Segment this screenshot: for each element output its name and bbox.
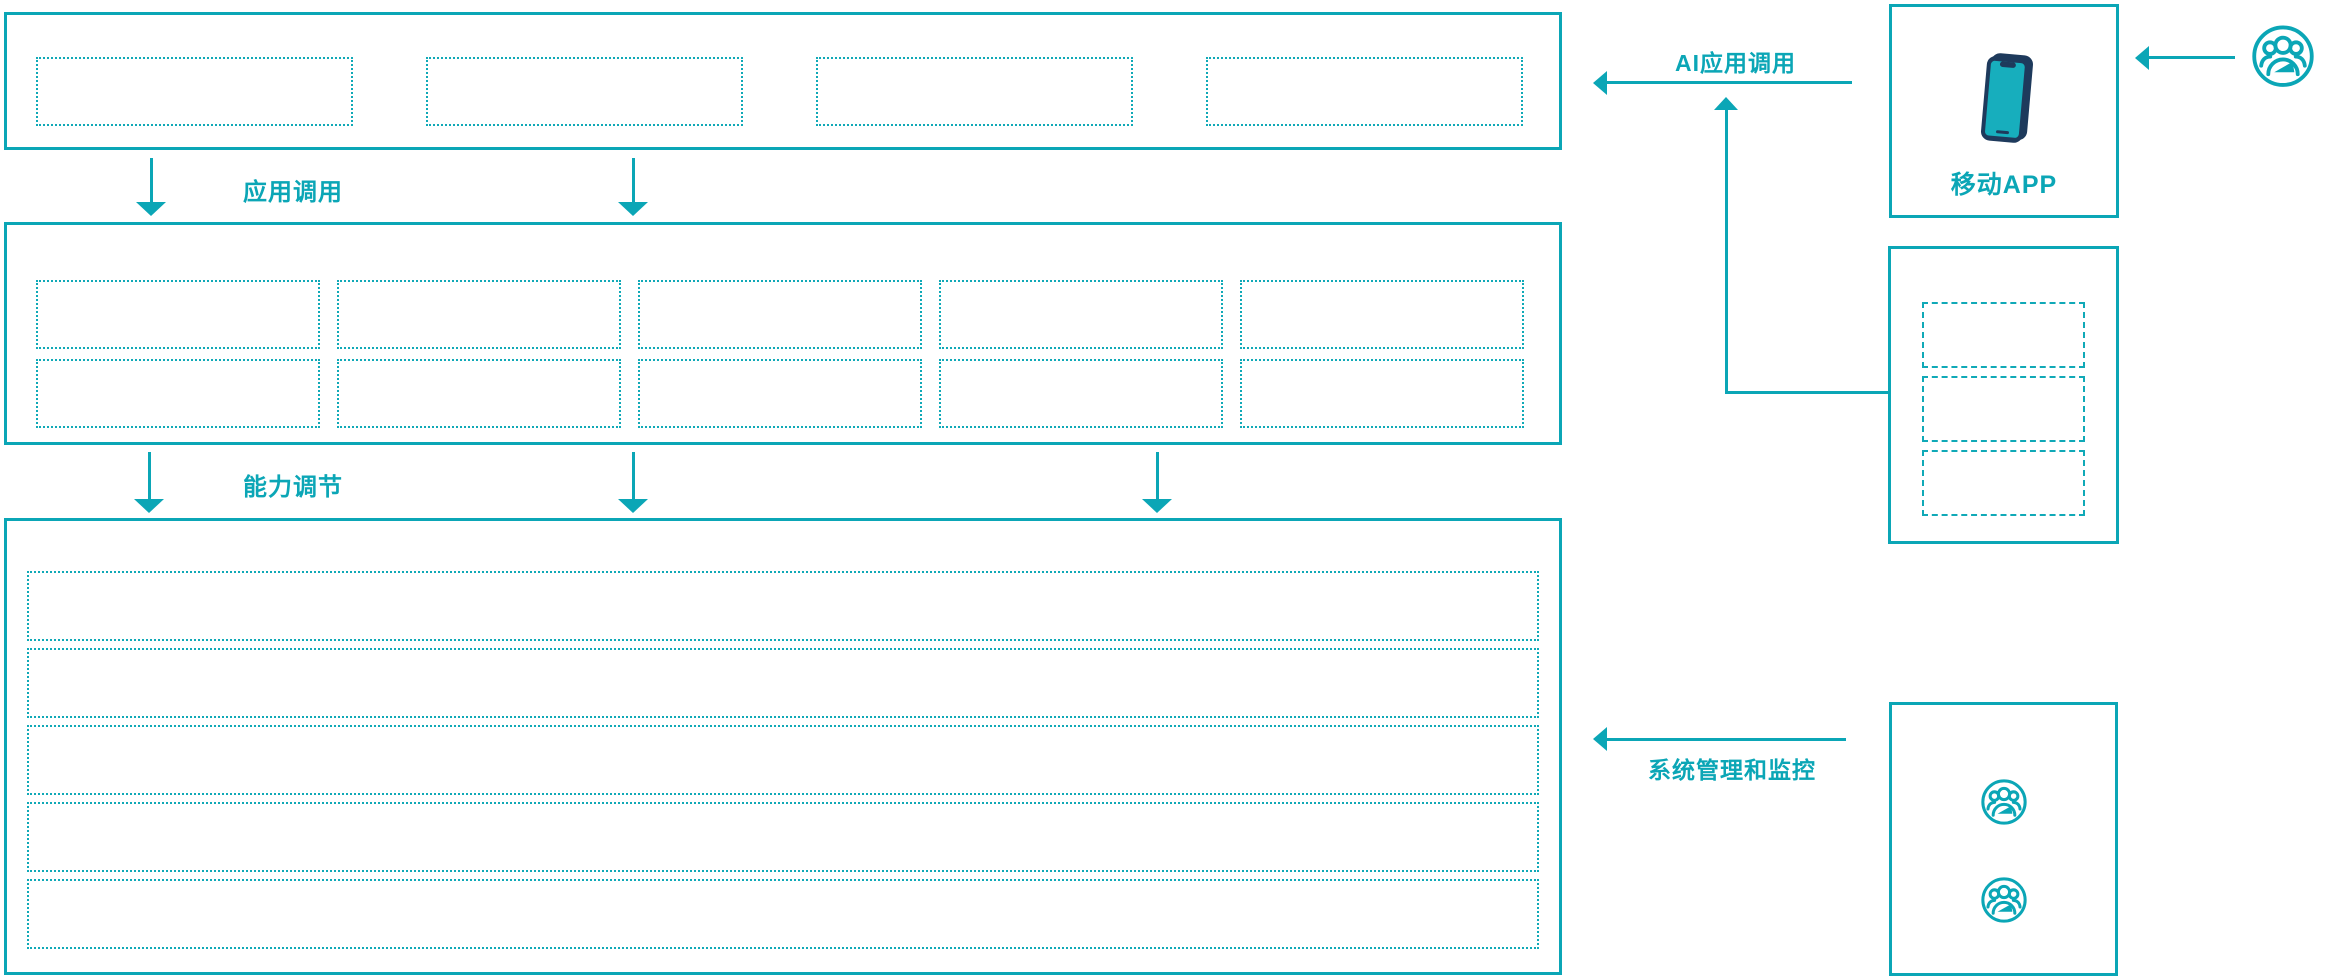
middle-layer-slots bbox=[36, 280, 1525, 428]
client-box bbox=[1888, 246, 2119, 544]
down-arrowhead-icon bbox=[134, 499, 164, 513]
ai-app-call-label: AI应用调用 bbox=[1675, 50, 1796, 76]
user-group-icon bbox=[1979, 775, 2029, 828]
down-arrowhead-icon bbox=[618, 202, 648, 216]
up-arrowhead-icon bbox=[1714, 97, 1738, 110]
placeholder-slot bbox=[939, 359, 1223, 428]
down-arrowhead-icon bbox=[1142, 499, 1172, 513]
system-monitor-label: 系统管理和监控 bbox=[1648, 757, 1816, 783]
app-call-arrow-line bbox=[150, 158, 153, 203]
placeholder-slot bbox=[426, 57, 743, 126]
capability-arrow-line bbox=[148, 452, 151, 500]
admin-box bbox=[1889, 702, 2118, 976]
capability-arrow-line bbox=[1156, 452, 1159, 500]
placeholder-row bbox=[27, 725, 1539, 795]
placeholder-slot bbox=[337, 280, 621, 349]
mobile-app-label: 移动APP bbox=[1950, 171, 2058, 199]
middle-layer-box bbox=[4, 222, 1562, 445]
ai-app-call-arrow-line bbox=[1606, 81, 1852, 84]
placeholder-slot bbox=[36, 57, 353, 126]
bottom-layer-rows bbox=[7, 521, 1559, 972]
capability-arrow-line bbox=[632, 452, 635, 500]
client-box-slots bbox=[1891, 249, 2116, 541]
system-monitor-arrow-line bbox=[1606, 738, 1846, 741]
user-group-icon bbox=[1979, 873, 2029, 926]
placeholder-row bbox=[27, 571, 1539, 641]
left-arrowhead-icon bbox=[1593, 71, 1607, 95]
placeholder-slot bbox=[1922, 450, 2085, 516]
placeholder-slot bbox=[36, 280, 320, 349]
placeholder-slot bbox=[1922, 302, 2085, 368]
app-call-arrow-line bbox=[632, 158, 635, 203]
placeholder-slot bbox=[939, 280, 1223, 349]
top-layer-box bbox=[4, 12, 1562, 150]
left-arrowhead-icon bbox=[1593, 727, 1607, 751]
placeholder-row bbox=[27, 879, 1539, 949]
placeholder-slot bbox=[36, 359, 320, 428]
placeholder-slot bbox=[1922, 376, 2085, 442]
bottom-layer-box bbox=[4, 518, 1562, 975]
placeholder-slot bbox=[1240, 280, 1524, 349]
admin-box-icons bbox=[1892, 705, 2115, 973]
client-elbow-line bbox=[1725, 109, 1728, 393]
client-elbow-line bbox=[1725, 391, 1889, 394]
placeholder-slot bbox=[638, 359, 922, 428]
top-layer-slots bbox=[7, 15, 1559, 147]
left-arrowhead-icon bbox=[2135, 46, 2149, 70]
placeholder-slot bbox=[1240, 359, 1524, 428]
placeholder-row bbox=[27, 648, 1539, 718]
placeholder-slot bbox=[1206, 57, 1523, 126]
down-arrowhead-icon bbox=[136, 202, 166, 216]
capability-adjust-label: 能力调节 bbox=[243, 474, 343, 501]
placeholder-slot bbox=[816, 57, 1133, 126]
smartphone-icon bbox=[1974, 51, 2040, 145]
user-arrow-line bbox=[2148, 56, 2235, 59]
app-call-label: 应用调用 bbox=[243, 179, 343, 206]
placeholder-row bbox=[27, 802, 1539, 872]
user-group-icon bbox=[2249, 21, 2317, 90]
placeholder-slot bbox=[337, 359, 621, 428]
mobile-app-box: 移动APP bbox=[1889, 4, 2119, 218]
down-arrowhead-icon bbox=[618, 499, 648, 513]
placeholder-slot bbox=[638, 280, 922, 349]
